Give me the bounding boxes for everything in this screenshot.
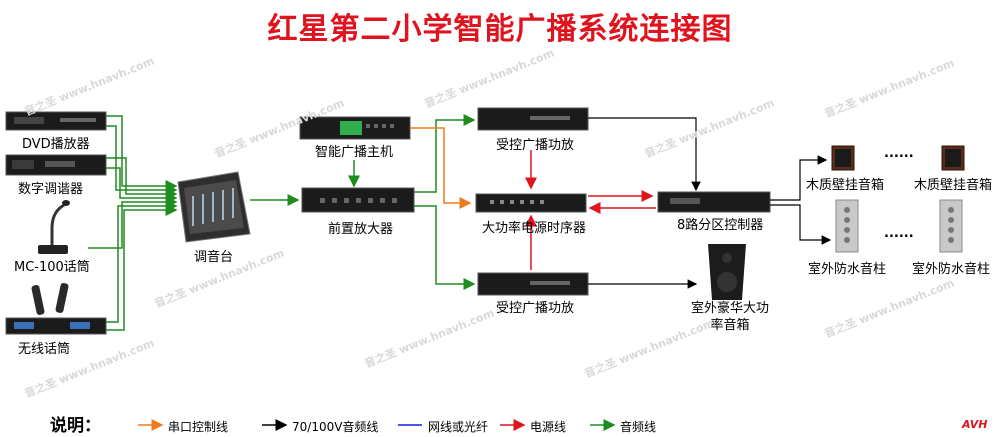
digital-tuner-image — [5, 154, 107, 176]
ellipsis-2: ...... — [884, 226, 914, 241]
legend-serial-control: 串口控制线 — [168, 420, 229, 434]
preamplifier-image — [301, 187, 415, 213]
preamp-label: 前置放大器 — [328, 222, 394, 237]
power-sequencer-image — [475, 193, 587, 213]
amp-top-label: 受控广播功放 — [496, 138, 575, 153]
wireless-mic-label: 无线话筒 — [18, 342, 71, 357]
source-audio-lines — [88, 115, 178, 331]
wall-speaker-1-image — [831, 145, 855, 171]
legend-audio-line: 音频线 — [620, 420, 657, 434]
mixer-label: 调音台 — [194, 250, 234, 265]
zone-controller-label: 8路分区控制器 — [677, 218, 764, 233]
wall-speaker-2-label: 木质壁挂音箱 — [914, 178, 993, 193]
wall-speaker-1-label: 木质壁挂音箱 — [806, 178, 885, 193]
preamp-to-amps-lines — [414, 114, 476, 290]
controlled-amp-bottom-image — [477, 272, 589, 296]
column-speaker-1-image — [835, 199, 859, 253]
column-speaker-2-image — [939, 199, 963, 253]
gooseneck-mic-image — [38, 200, 70, 254]
diagram-title: 红星第二小学智能广播系统连接图 — [267, 12, 733, 47]
legend-network-line: 网线或光纤 — [428, 420, 489, 434]
brand-logo: AVH — [962, 418, 988, 431]
column-speaker-2-label: 室外防水音柱 — [912, 262, 991, 277]
controlled-amp-top-image — [477, 107, 589, 131]
column-speaker-1-label: 室外防水音柱 — [808, 262, 887, 277]
legend-title: 说明： — [50, 416, 101, 436]
mic100-label: MC-100话筒 — [14, 260, 90, 275]
ellipsis-1: ...... — [884, 146, 914, 161]
legend-speaker-line: 70/100V音频线 — [292, 420, 379, 434]
broadcast-host-image — [299, 116, 411, 140]
mixer-console-image — [177, 171, 251, 243]
wireless-mic-image — [5, 283, 107, 335]
host-label: 智能广播主机 — [315, 145, 394, 160]
digital-tuner-label: 数字调谐器 — [18, 182, 84, 197]
dvd-player-image — [5, 111, 107, 131]
speaker-lines — [588, 117, 832, 289]
dvd-player-label: DVD播放器 — [22, 137, 90, 152]
outdoor-speaker-image — [708, 244, 746, 300]
legend-power-line: 电源线 — [530, 420, 567, 434]
zone-controller-image — [657, 191, 771, 213]
serial-control-line — [410, 127, 472, 209]
power-lines — [525, 150, 656, 270]
amp-bottom-label: 受控广播功放 — [496, 301, 575, 316]
sequencer-label: 大功率电源时序器 — [482, 221, 587, 236]
outdoor-speaker-label: 室外豪华大功率音箱 — [690, 301, 769, 333]
wall-speaker-2-image — [941, 145, 965, 171]
